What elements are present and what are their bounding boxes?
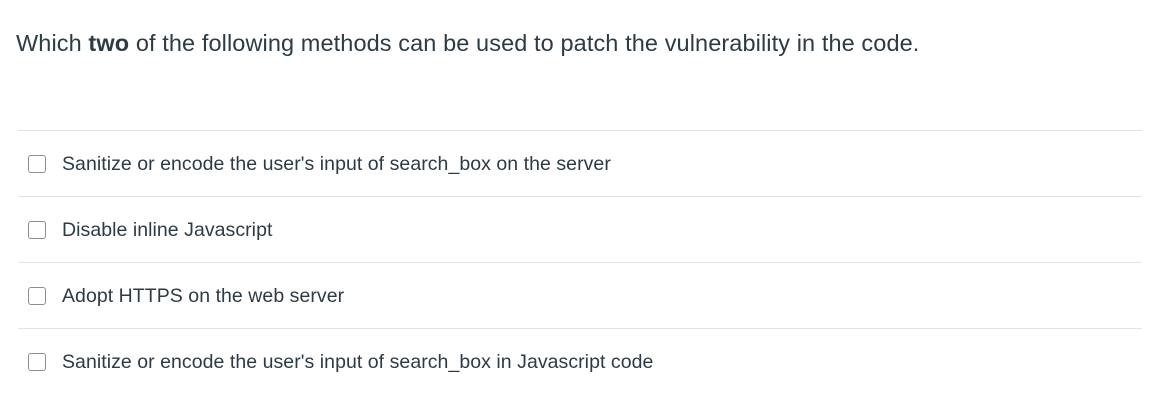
answer-option-label: Adopt HTTPS on the web server: [62, 284, 345, 307]
checkbox-unchecked-icon[interactable]: [28, 352, 46, 371]
answer-option-row[interactable]: Disable inline Javascript: [18, 196, 1142, 262]
question-prompt-text-after: of the following methods can be used to …: [129, 30, 920, 56]
answer-option-row[interactable]: Sanitize or encode the user's input of s…: [18, 130, 1142, 196]
checkbox-unchecked-icon[interactable]: [28, 220, 46, 239]
answer-option-row[interactable]: Sanitize or encode the user's input of s…: [18, 328, 1142, 394]
checkbox-unchecked-icon[interactable]: [28, 286, 46, 305]
question-prompt-text-before: Which: [16, 30, 89, 56]
answer-options-list: Sanitize or encode the user's input of s…: [0, 130, 1160, 394]
answer-option-label: Disable inline Javascript: [62, 218, 273, 241]
answer-option-label: Sanitize or encode the user's input of s…: [62, 350, 654, 373]
question-prompt: Which two of the following methods can b…: [16, 27, 1136, 59]
checkbox-unchecked-icon[interactable]: [28, 154, 46, 173]
answer-option-row[interactable]: Adopt HTTPS on the web server: [18, 262, 1142, 328]
answer-option-label: Sanitize or encode the user's input of s…: [62, 152, 611, 175]
question-prompt-emphasis: two: [88, 30, 130, 56]
